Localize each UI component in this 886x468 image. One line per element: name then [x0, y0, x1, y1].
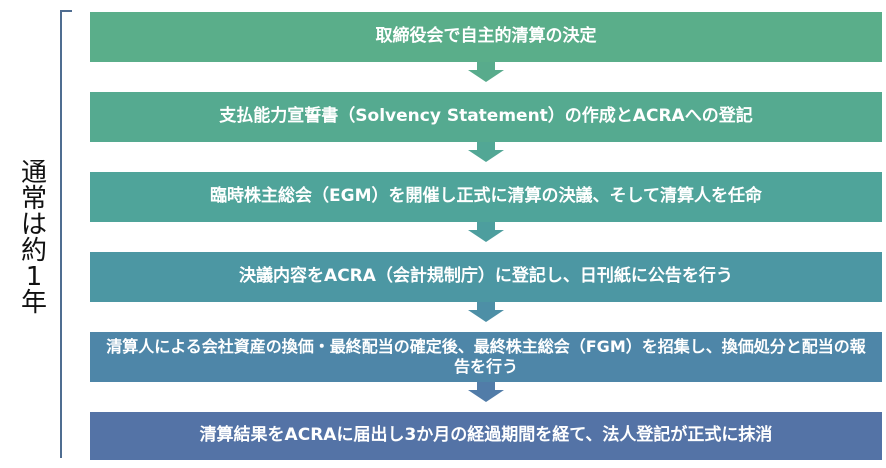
- arrow-down-icon: [468, 62, 504, 82]
- arrow-down-icon: [468, 142, 504, 162]
- arrow-down-icon: [468, 302, 504, 322]
- step-1-box: 取締役会で自主的清算の決定: [90, 12, 882, 62]
- step-6-text: 清算結果をACRAに届出し3か月の経過期間を経て、法人登記が正式に抹消: [199, 425, 773, 446]
- arrow-shape: [468, 382, 504, 402]
- step-4-text: 決議内容をACRA（会計規制庁）に登記し、日刊紙に公告を行う: [239, 266, 733, 287]
- arrow-down-icon: [468, 222, 504, 242]
- duration-char: 年: [20, 288, 47, 318]
- step-2-text: 支払能力宣誓書（Solvency Statement）の作成とACRAへの登記: [219, 106, 753, 127]
- step-2-box: 支払能力宣誓書（Solvency Statement）の作成とACRAへの登記: [90, 92, 882, 142]
- step-5-text: 清算人による会社資産の換価・最終配当の確定後、最終株主総会（FGM）を招集し、換…: [106, 337, 866, 376]
- step-1-text: 取締役会で自主的清算の決定: [375, 26, 597, 47]
- step-4-box: 決議内容をACRA（会計規制庁）に登記し、日刊紙に公告を行う: [90, 252, 882, 302]
- step-3-box: 臨時株主総会（EGM）を開催し正式に清算の決議、そして清算人を任命: [90, 172, 882, 222]
- step-5-box: 清算人による会社資産の換価・最終配当の確定後、最終株主総会（FGM）を招集し、換…: [90, 332, 882, 382]
- step-3-text: 臨時株主総会（EGM）を開催し正式に清算の決議、そして清算人を任命: [210, 186, 762, 207]
- duration-char: 通: [20, 158, 47, 188]
- duration-char: 1: [25, 262, 43, 292]
- step-6-box: 清算結果をACRAに届出し3か月の経過期間を経て、法人登記が正式に抹消: [90, 412, 882, 460]
- duration-label: 通 常 は 約 1 年: [14, 160, 54, 316]
- arrow-shape: [468, 62, 504, 82]
- arrow-down-icon: [468, 382, 504, 402]
- duration-char: 常: [20, 184, 47, 214]
- arrow-shape: [468, 142, 504, 162]
- duration-char: は: [20, 210, 47, 240]
- arrow-shape: [468, 222, 504, 242]
- timeline-bracket: [60, 10, 72, 458]
- duration-char: 約: [20, 236, 47, 266]
- arrow-shape: [468, 302, 504, 322]
